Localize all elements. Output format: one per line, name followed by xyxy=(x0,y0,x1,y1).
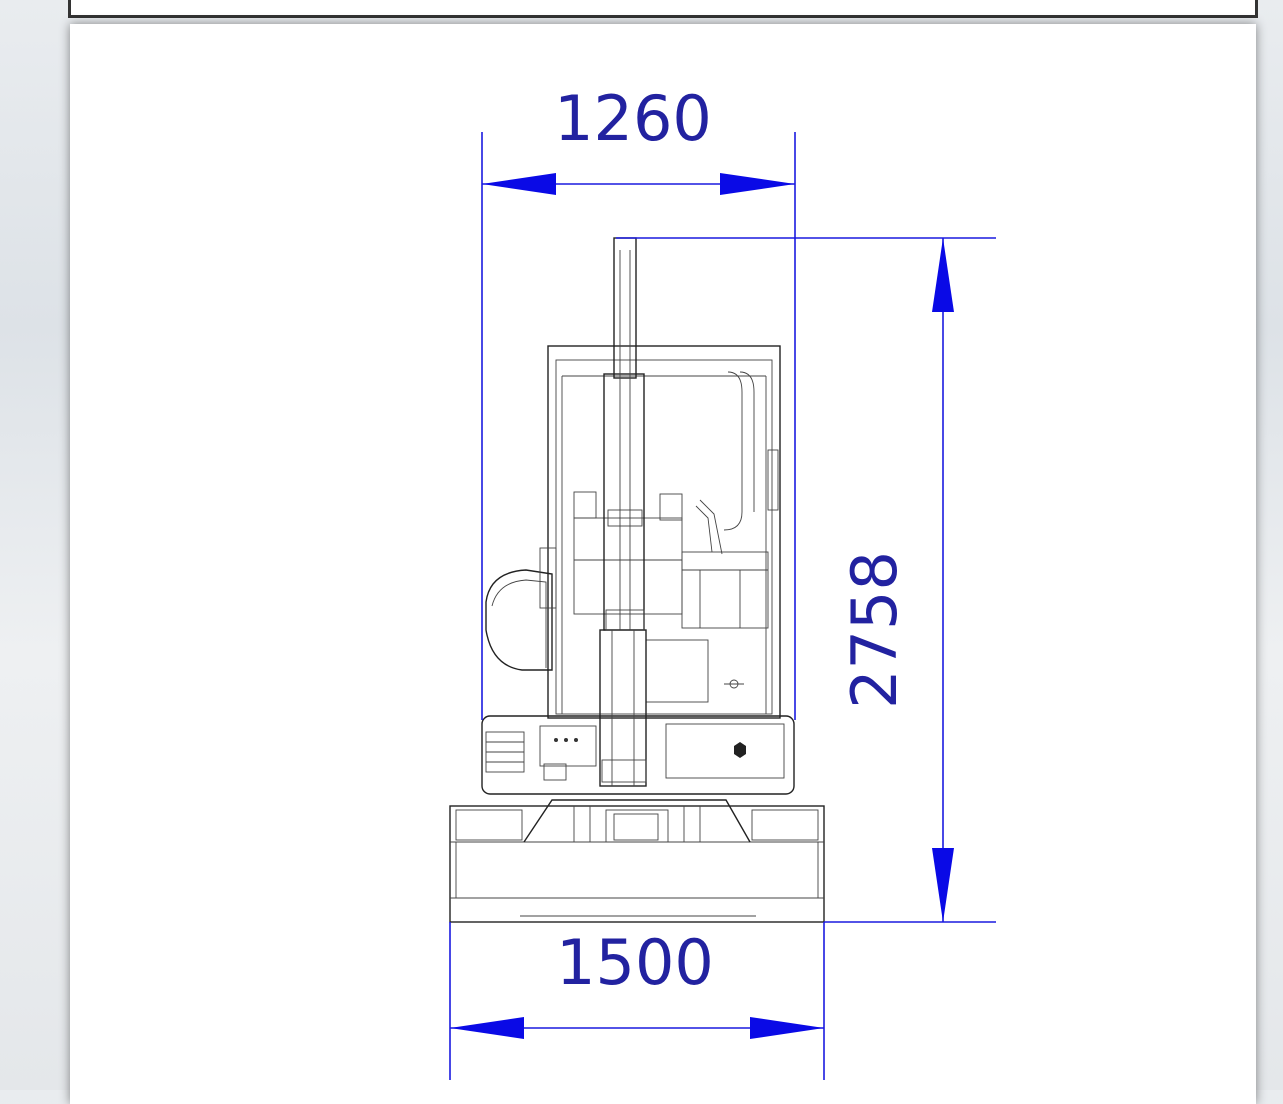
boom xyxy=(599,237,659,841)
dimension-track-width: 1500 xyxy=(449,922,825,1080)
dimension-label-height: 2758 xyxy=(838,551,911,709)
arrow-right-icon xyxy=(720,173,795,195)
canopy xyxy=(485,345,781,719)
hex-nut-icon xyxy=(734,742,746,758)
counterweight xyxy=(481,715,795,795)
drawing-panel xyxy=(70,24,1256,1104)
dimension-label-bottom: 1500 xyxy=(556,926,714,999)
arrow-down-icon xyxy=(932,848,954,922)
bucket-bottom xyxy=(613,813,659,841)
undercarriage xyxy=(449,799,825,923)
excavator-front-view xyxy=(449,237,825,923)
arrow-left-icon xyxy=(450,1017,524,1039)
upper-body xyxy=(481,715,795,795)
arrow-up-icon xyxy=(932,238,954,312)
top-frame xyxy=(68,0,1258,18)
boom-top xyxy=(613,237,637,379)
canopy-frame xyxy=(547,345,781,719)
dimension-label-top: 1260 xyxy=(554,82,712,155)
dimension-height: 2758 xyxy=(616,237,996,923)
dimension-top-width: 1260 xyxy=(481,82,796,720)
arrow-right-icon xyxy=(750,1017,824,1039)
seat xyxy=(485,569,553,671)
arrow-left-icon xyxy=(482,173,556,195)
track-frame xyxy=(449,805,825,923)
